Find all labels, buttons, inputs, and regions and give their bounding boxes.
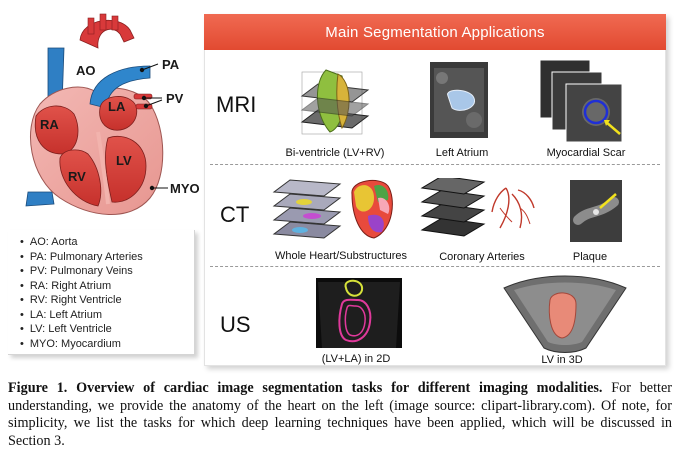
task-label: Left Atrium	[435, 147, 489, 159]
panel-title-banner: Main Segmentation Applications	[204, 14, 666, 50]
legend-item: RA: Right Atrium	[20, 279, 194, 294]
legend-item: LA: Left Atrium	[20, 308, 194, 323]
label-pv: PV	[166, 91, 184, 106]
legend-item: AO: Aorta	[20, 235, 194, 250]
task-label: Myocardial Scar	[546, 147, 626, 159]
task-label: Coronary Arteries	[439, 251, 525, 263]
label-pa: PA	[162, 57, 180, 72]
modality-label-us: US	[220, 312, 251, 337]
modality-label-ct: CT	[220, 202, 250, 227]
abbreviation-legend: AO: Aorta PA: Pulmonary Arteries PV: Pul…	[8, 230, 195, 355]
whole-heart-ct-image	[272, 179, 393, 239]
label-la: LA	[108, 99, 126, 114]
legend-item: RV: Right Ventricle	[20, 293, 194, 308]
row-divider	[210, 266, 660, 267]
panel-title: Main Segmentation Applications	[325, 23, 545, 41]
task-label: Bi-ventricle (LV+RV)	[285, 147, 385, 159]
figure-caption: Figure 1. Overview of cardiac image segm…	[8, 380, 672, 450]
myocardial-scar-mri-image	[540, 60, 623, 143]
task-label: LV in 3D	[541, 354, 583, 366]
label-ao: AO	[76, 63, 96, 78]
heart-callout-lines	[139, 63, 168, 191]
legend-item: MYO: Myocardium	[20, 337, 194, 352]
row-divider	[210, 164, 660, 165]
label-myo: MYO	[170, 181, 200, 196]
coronary-arteries-ct-image	[420, 178, 535, 237]
task-label: (LV+LA) in 2D	[321, 353, 391, 365]
label-lv: LV	[116, 153, 132, 168]
lv-3d-ultrasound-image	[503, 275, 627, 353]
biventricle-mri-image	[300, 69, 370, 135]
plaque-ct-image	[570, 180, 622, 242]
task-label: Whole Heart/Substructures	[274, 250, 408, 262]
task-label: Plaque	[572, 251, 608, 263]
heart-anatomy-illustration	[25, 13, 164, 215]
label-rv: RV	[68, 169, 86, 184]
caption-body: For better understanding, we provide the…	[8, 380, 672, 449]
lv-la-2d-ultrasound-image	[316, 278, 402, 348]
legend-item: PA: Pulmonary Arteries	[20, 250, 194, 265]
legend-item: PV: Pulmonary Veins	[20, 264, 194, 279]
modality-label-mri: MRI	[216, 92, 257, 117]
label-ra: RA	[40, 117, 59, 132]
left-atrium-mri-image	[430, 62, 488, 138]
caption-lead: Figure 1. Overview of cardiac image segm…	[8, 380, 603, 396]
legend-item: LV: Left Ventricle	[20, 322, 194, 337]
